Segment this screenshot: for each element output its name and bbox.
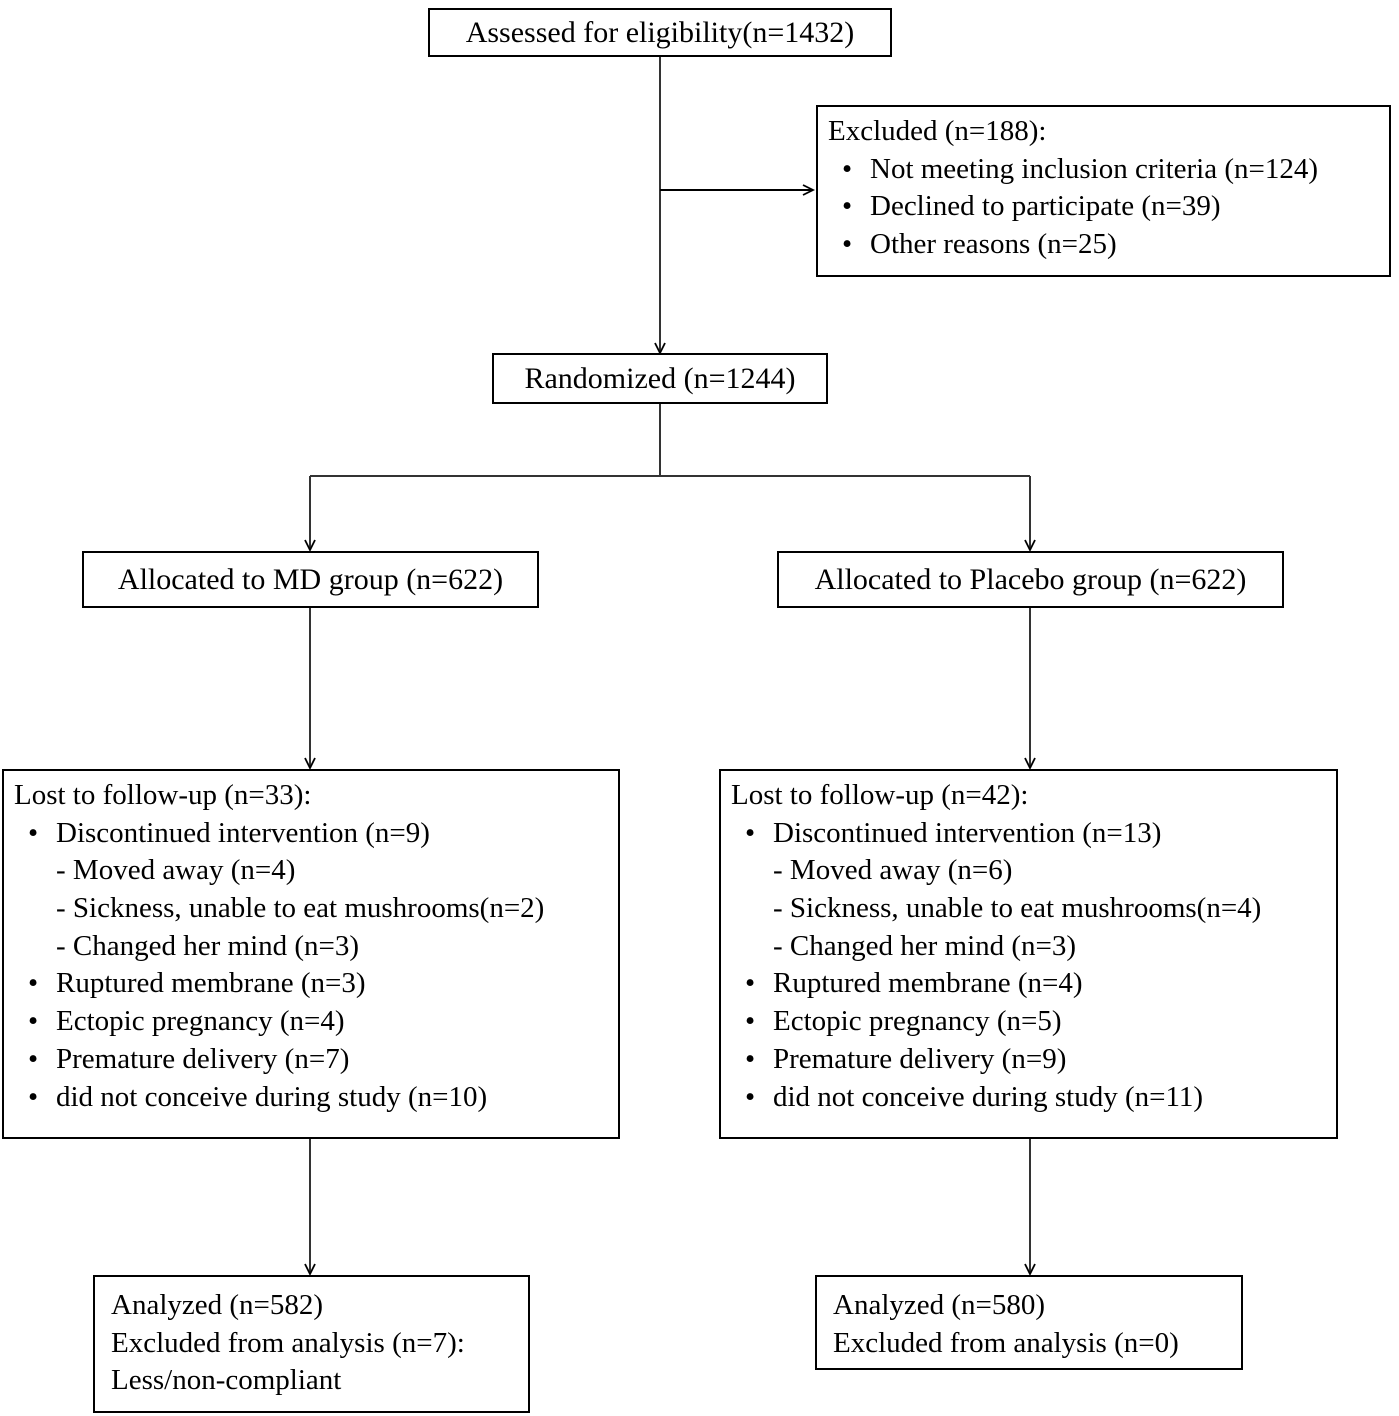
lost-placebo-reason-list: Discontinued intervention (n=13) - Moved… (731, 815, 1326, 1117)
allocated-placebo-label: Allocated to Placebo group (n=622) (814, 563, 1247, 596)
node-allocated-md-group: Allocated to MD group (n=622) (82, 551, 539, 608)
lost-placebo-header: Lost to follow-up (n=42): (731, 779, 1029, 811)
analyzed-md-line-2: Excluded from analysis (n=7): (111, 1326, 465, 1359)
list-item: - Sickness, unable to eat mushrooms(n=2) (56, 892, 545, 925)
list-item: Ruptured membrane (n=4) (731, 965, 1326, 1003)
list-item: did not conceive during study (n=11) (731, 1079, 1326, 1117)
lost-md-reason-list: Discontinued intervention (n=9) - Moved … (14, 815, 608, 1117)
list-item: Premature delivery (n=9) (731, 1041, 1326, 1079)
excluded-header: Excluded (n=188): (828, 115, 1047, 147)
node-allocated-placebo-group: Allocated to Placebo group (n=622) (777, 551, 1284, 608)
excluded-reason-list: Not meeting inclusion criteria (n=124) D… (828, 151, 1379, 264)
node-assessed-for-eligibility: Assessed for eligibility(n=1432) (428, 8, 892, 57)
list-item: Ectopic pregnancy (n=5) (731, 1003, 1326, 1041)
analyzed-md-line-3: Less/non-compliant (111, 1364, 342, 1397)
node-randomized: Randomized (n=1244) (492, 353, 828, 404)
node-excluded: Excluded (n=188): Not meeting inclusion … (816, 105, 1391, 277)
list-item: Discontinued intervention (n=9) (14, 815, 608, 853)
node-lost-to-followup-placebo: Lost to follow-up (n=42): Discontinued i… (719, 769, 1338, 1139)
list-item: Premature delivery (n=7) (14, 1041, 608, 1079)
node-analyzed-placebo: Analyzed (n=580) Excluded from analysis … (815, 1275, 1243, 1370)
randomized-label: Randomized (n=1244) (524, 362, 796, 395)
list-item: did not conceive during study (n=10) (14, 1079, 608, 1117)
node-analyzed-md: Analyzed (n=582) Excluded from analysis … (93, 1275, 530, 1413)
list-item: - Changed her mind (n=3) (773, 929, 1077, 962)
analyzed-md-line-1: Analyzed (n=582) (111, 1289, 324, 1321)
list-item: - Changed her mind (n=3) (56, 929, 360, 962)
list-item: - Moved away (n=4) (56, 854, 296, 887)
list-item: Ectopic pregnancy (n=4) (14, 1003, 608, 1041)
list-item: Not meeting inclusion criteria (n=124) (828, 151, 1379, 189)
node-lost-to-followup-md: Lost to follow-up (n=33): Discontinued i… (2, 769, 620, 1139)
list-item: Other reasons (n=25) (828, 226, 1379, 264)
list-item: - Moved away (n=6) (773, 854, 1013, 887)
list-item: Discontinued intervention (n=13) (731, 815, 1326, 853)
assessed-label: Assessed for eligibility(n=1432) (465, 16, 855, 49)
allocated-md-label: Allocated to MD group (n=622) (117, 563, 504, 596)
list-item: Declined to participate (n=39) (828, 188, 1379, 226)
analyzed-placebo-line-2: Excluded from analysis (n=0) (833, 1326, 1179, 1359)
list-item: Ruptured membrane (n=3) (14, 965, 608, 1003)
lost-md-header: Lost to follow-up (n=33): (14, 779, 312, 811)
list-item: - Sickness, unable to eat mushrooms(n=4) (773, 892, 1262, 925)
analyzed-placebo-line-1: Analyzed (n=580) (833, 1289, 1046, 1321)
